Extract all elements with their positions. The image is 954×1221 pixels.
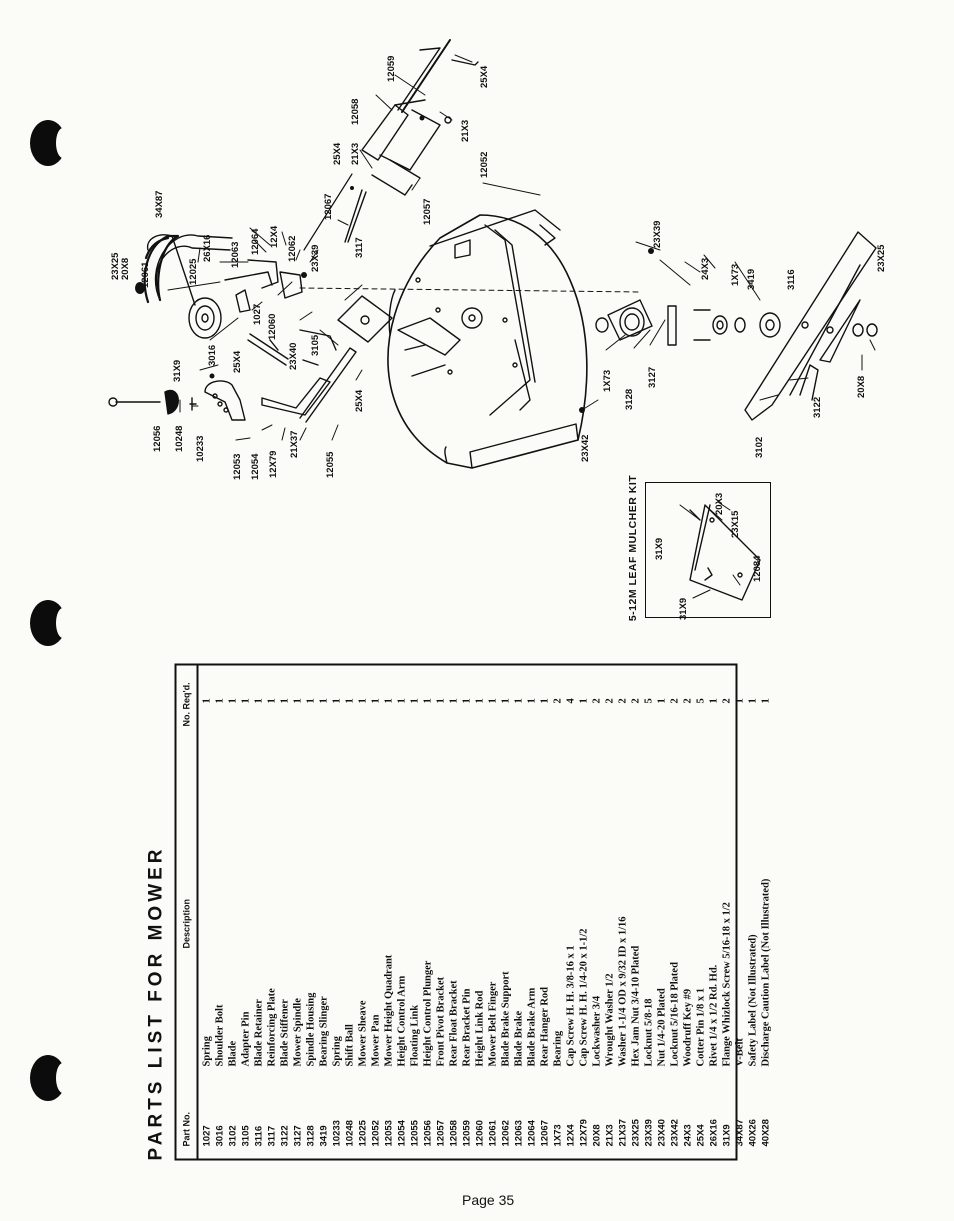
kit-callout-31X9-top: 31X9 bbox=[654, 538, 665, 560]
callout-20X8-top: 20X8 bbox=[120, 258, 131, 280]
upper-assembly-drawing bbox=[108, 234, 393, 423]
callout-34X87: 34X87 bbox=[154, 191, 165, 218]
callout-12054: 12054 bbox=[250, 453, 261, 480]
callout-12061: 12061 bbox=[140, 261, 151, 288]
callout-23X42: 23X42 bbox=[580, 435, 591, 462]
callout-1027: 1027 bbox=[252, 304, 263, 325]
callout-leaders bbox=[127, 54, 876, 599]
kit-box bbox=[645, 482, 771, 618]
mulcher-kit-drawing bbox=[689, 504, 761, 601]
punch-hole-middle bbox=[30, 600, 70, 646]
callout-12052: 12052 bbox=[479, 152, 490, 178]
callout-3122: 3122 bbox=[812, 397, 823, 418]
rear-bracket-drawing bbox=[303, 39, 479, 251]
mower-pan-drawing bbox=[387, 209, 588, 469]
callout-12062: 12062 bbox=[287, 236, 298, 262]
kit-callout-31X9-bottom: 31X9 bbox=[678, 598, 689, 620]
callout-25X4-mid: 25X4 bbox=[354, 389, 365, 412]
callout-3117: 3117 bbox=[354, 237, 365, 258]
callout-20X8-bottom: 20X8 bbox=[856, 376, 867, 398]
punch-hole-bottom bbox=[30, 1055, 70, 1101]
callout-12X79: 12X79 bbox=[268, 451, 279, 478]
kit-callout-23X15: 23X15 bbox=[730, 510, 741, 538]
callout-10248: 10248 bbox=[174, 426, 185, 452]
callout-23X39-right: 23X39 bbox=[652, 221, 663, 248]
kit-callout-12084: 12084 bbox=[752, 555, 763, 582]
callout-21X37: 21X37 bbox=[289, 431, 300, 458]
callout-3128: 3128 bbox=[624, 389, 635, 410]
callout-3102: 3102 bbox=[754, 437, 765, 458]
callout-12055: 12055 bbox=[325, 451, 336, 478]
callout-12X4: 12X4 bbox=[269, 225, 280, 248]
callout-12056: 12056 bbox=[152, 426, 163, 452]
callout-23X39-top: 23X39 bbox=[310, 245, 321, 272]
page-number: Page 35 bbox=[462, 1192, 515, 1208]
kit-callout-20X3: 20X3 bbox=[714, 493, 725, 515]
callout-24X3: 24X3 bbox=[700, 258, 711, 280]
callout-31X9-top: 31X9 bbox=[172, 360, 183, 382]
spindle-blade-drawing bbox=[595, 231, 878, 421]
callout-21X3-upper: 21X3 bbox=[350, 143, 361, 165]
callout-12058: 12058 bbox=[350, 99, 361, 125]
punch-hole-top bbox=[30, 120, 70, 166]
callout-3016: 3016 bbox=[207, 345, 218, 366]
callout-23X25-top: 23X25 bbox=[110, 252, 121, 280]
callout-23X25-bottom: 23X25 bbox=[876, 244, 887, 272]
callout-26X16: 26X16 bbox=[202, 235, 213, 262]
callout-12060: 12060 bbox=[267, 314, 278, 340]
callout-1X73-left: 1X73 bbox=[602, 370, 613, 392]
callout-12067: 12067 bbox=[323, 194, 334, 220]
callout-21X3-right: 21X3 bbox=[460, 120, 471, 142]
callout-12057: 12057 bbox=[422, 199, 433, 225]
callout-3105: 3105 bbox=[310, 334, 321, 356]
callout-12063: 12063 bbox=[230, 242, 241, 268]
callout-25X4-upper: 25X4 bbox=[332, 142, 343, 165]
callout-12025: 12025 bbox=[188, 258, 199, 285]
callout-12053: 12053 bbox=[232, 454, 243, 480]
callout-25X4-left: 25X4 bbox=[232, 350, 243, 373]
callout-3127: 3127 bbox=[647, 367, 658, 388]
callout-labels: 12056 10248 10233 31X9 3016 12061 12025 … bbox=[110, 56, 887, 620]
callout-12064: 12064 bbox=[250, 228, 261, 255]
callout-12059: 12059 bbox=[386, 56, 397, 82]
callout-23X40: 23X40 bbox=[288, 343, 299, 370]
callout-1X73-right: 1X73 bbox=[730, 264, 741, 286]
callout-3419: 3419 bbox=[746, 269, 757, 290]
callout-3116: 3116 bbox=[786, 269, 797, 290]
hardware-dots bbox=[135, 115, 654, 413]
callout-10233: 10233 bbox=[195, 436, 206, 462]
callout-25X4-right: 25X4 bbox=[479, 65, 490, 88]
